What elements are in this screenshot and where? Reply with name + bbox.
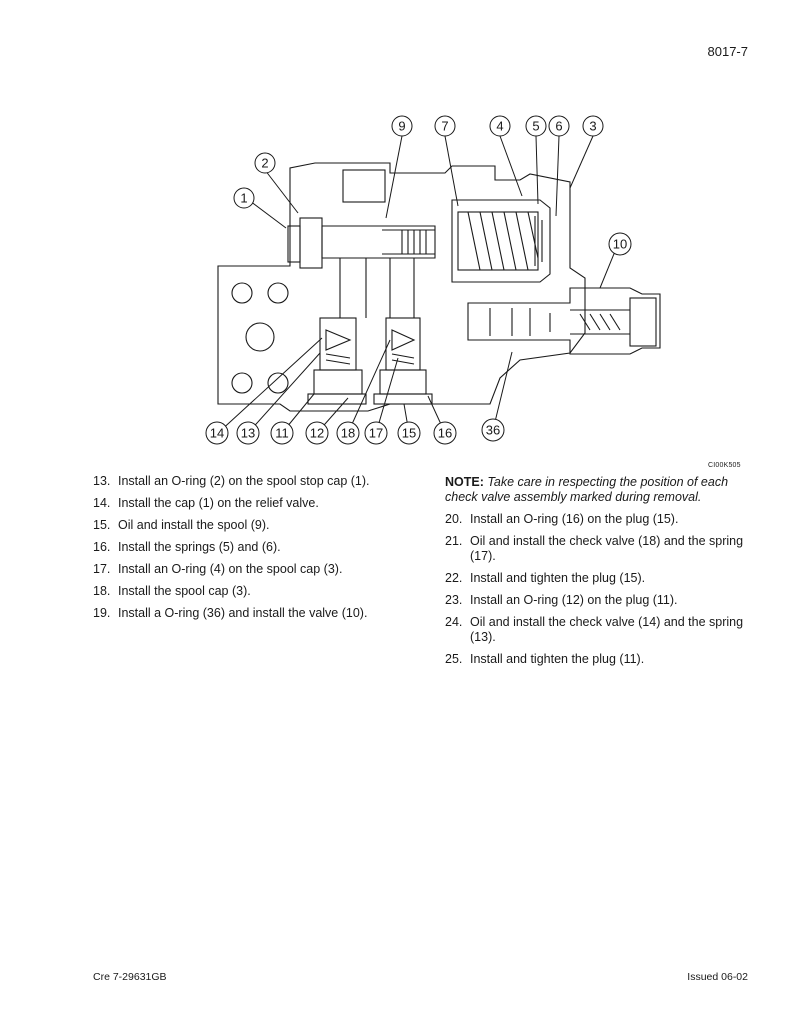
svg-text:4: 4 — [496, 119, 503, 134]
step-text: Install the spool cap (3). — [118, 584, 251, 598]
step-23: 23. Install an O-ring (12) on the plug (1… — [445, 593, 757, 608]
step-text: Install a O-ring (36) and install the va… — [118, 606, 368, 620]
step-17: 17. Install an O-ring (4) on the spool ca… — [93, 562, 413, 577]
left-instructions: 13. Install an O-ring (2) on the spool st… — [93, 474, 413, 628]
callout-16: 16 — [433, 421, 457, 445]
step-number: 22. — [445, 571, 463, 585]
callout-10: 10 — [608, 232, 632, 256]
step-text: Install an O-ring (16) on the plug (15). — [470, 512, 679, 526]
callout-17: 17 — [364, 421, 388, 445]
callout-18: 18 — [336, 421, 360, 445]
step-number: 20. — [445, 512, 463, 526]
relief-valve — [467, 287, 661, 355]
step-text: Install an O-ring (12) on the plug (11). — [470, 593, 678, 607]
callout-3: 3 — [582, 115, 604, 137]
step-number: 23. — [445, 593, 463, 607]
step-number: 16. — [93, 540, 111, 554]
callout-11: 11 — [270, 421, 294, 445]
step-text: Install the springs (5) and (6). — [118, 540, 281, 554]
step-14: 14. Install the cap (1) on the relief val… — [93, 496, 413, 511]
svg-text:3: 3 — [589, 119, 596, 134]
step-19: 19. Install a O-ring (36) and install the… — [93, 606, 413, 621]
step-number: 15. — [93, 518, 111, 532]
svg-text:13: 13 — [241, 426, 255, 441]
step-number: 19. — [93, 606, 111, 620]
callout-15: 15 — [397, 421, 421, 445]
svg-text:12: 12 — [310, 426, 324, 441]
step-text: Install the cap (1) on the relief valve. — [118, 496, 319, 510]
svg-text:18: 18 — [341, 426, 355, 441]
note-label: NOTE: — [445, 475, 484, 489]
step-21: 21. Oil and install the check valve (18) … — [445, 534, 757, 564]
step-18: 18. Install the spool cap (3). — [93, 584, 413, 599]
step-13: 13. Install an O-ring (2) on the spool st… — [93, 474, 413, 489]
note: NOTE: Take care in respecting the positi… — [445, 475, 757, 505]
callout-2: 2 — [254, 152, 276, 174]
spool-bore — [321, 225, 436, 259]
bolt-hole — [267, 282, 289, 304]
callout-4: 4 — [489, 115, 511, 137]
svg-text:7: 7 — [441, 119, 448, 134]
page-number: 8017-7 — [707, 44, 748, 59]
svg-text:9: 9 — [398, 119, 405, 134]
svg-text:17: 17 — [369, 426, 383, 441]
valve-body-outline — [217, 162, 586, 412]
step-24: 24. Oil and install the check valve (14) … — [445, 615, 757, 645]
callout-9: 9 — [391, 115, 413, 137]
step-text: Oil and install the check valve (18) and… — [470, 534, 744, 563]
callout-12: 12 — [305, 421, 329, 445]
svg-text:14: 14 — [210, 426, 224, 441]
spool-cap — [451, 199, 551, 283]
step-number: 13. — [93, 474, 111, 488]
callout-14: 14 — [205, 421, 229, 445]
svg-text:2: 2 — [261, 156, 268, 171]
callout-36: 36 — [481, 418, 505, 442]
bolt-hole — [245, 322, 275, 352]
step-number: 17. — [93, 562, 111, 576]
callout-13: 13 — [236, 421, 260, 445]
step-20: 20. Install an O-ring (16) on the plug (1… — [445, 512, 757, 527]
step-number: 18. — [93, 584, 111, 598]
step-number: 24. — [445, 615, 463, 629]
callout-6: 6 — [548, 115, 570, 137]
svg-text:16: 16 — [438, 426, 452, 441]
bolt-hole — [231, 282, 253, 304]
step-number: 25. — [445, 652, 463, 666]
svg-text:1: 1 — [240, 191, 247, 206]
svg-text:36: 36 — [486, 423, 500, 438]
note-text: Take care in respecting the position of … — [445, 475, 729, 504]
step-text: Oil and install the check valve (14) and… — [470, 615, 744, 644]
step-22: 22. Install and tighten the plug (15). — [445, 571, 757, 586]
step-text: Oil and install the spool (9). — [118, 518, 270, 532]
top-port — [342, 169, 386, 203]
step-15: 15. Oil and install the spool (9). — [93, 518, 413, 533]
step-number: 21. — [445, 534, 463, 548]
svg-text:6: 6 — [555, 119, 562, 134]
step-text: Install an O-ring (4) on the spool cap (… — [118, 562, 343, 576]
figure-code: CI00K505 — [708, 462, 741, 469]
step-text: Install and tighten the plug (11). — [470, 652, 645, 666]
bolt-hole — [267, 372, 289, 394]
footer-issue-date: Issued 06-02 — [687, 971, 748, 983]
svg-text:11: 11 — [275, 426, 289, 441]
step-number: 14. — [93, 496, 111, 510]
valve-exploded-figure: 9 7 4 5 6 3 2 1 10 14 13 11 12 18 17 15 … — [190, 108, 770, 478]
valve-cross-section-diagram: 9 7 4 5 6 3 2 1 10 14 13 11 12 18 17 15 … — [205, 115, 661, 445]
footer-document-code: Cre 7-29631GB — [93, 971, 167, 983]
callout-7: 7 — [434, 115, 456, 137]
svg-text:10: 10 — [613, 237, 627, 252]
svg-text:5: 5 — [532, 119, 539, 134]
step-text: Install and tighten the plug (15). — [470, 571, 646, 585]
step-text: Install an O-ring (2) on the spool stop … — [118, 474, 370, 488]
callout-5: 5 — [525, 115, 547, 137]
right-instructions: NOTE: Take care in respecting the positi… — [445, 475, 757, 674]
step-25: 25. Install and tighten the plug (11). — [445, 652, 757, 667]
bolt-hole — [231, 372, 253, 394]
svg-text:15: 15 — [402, 426, 416, 441]
callout-1: 1 — [233, 187, 255, 209]
step-16: 16. Install the springs (5) and (6). — [93, 540, 413, 555]
